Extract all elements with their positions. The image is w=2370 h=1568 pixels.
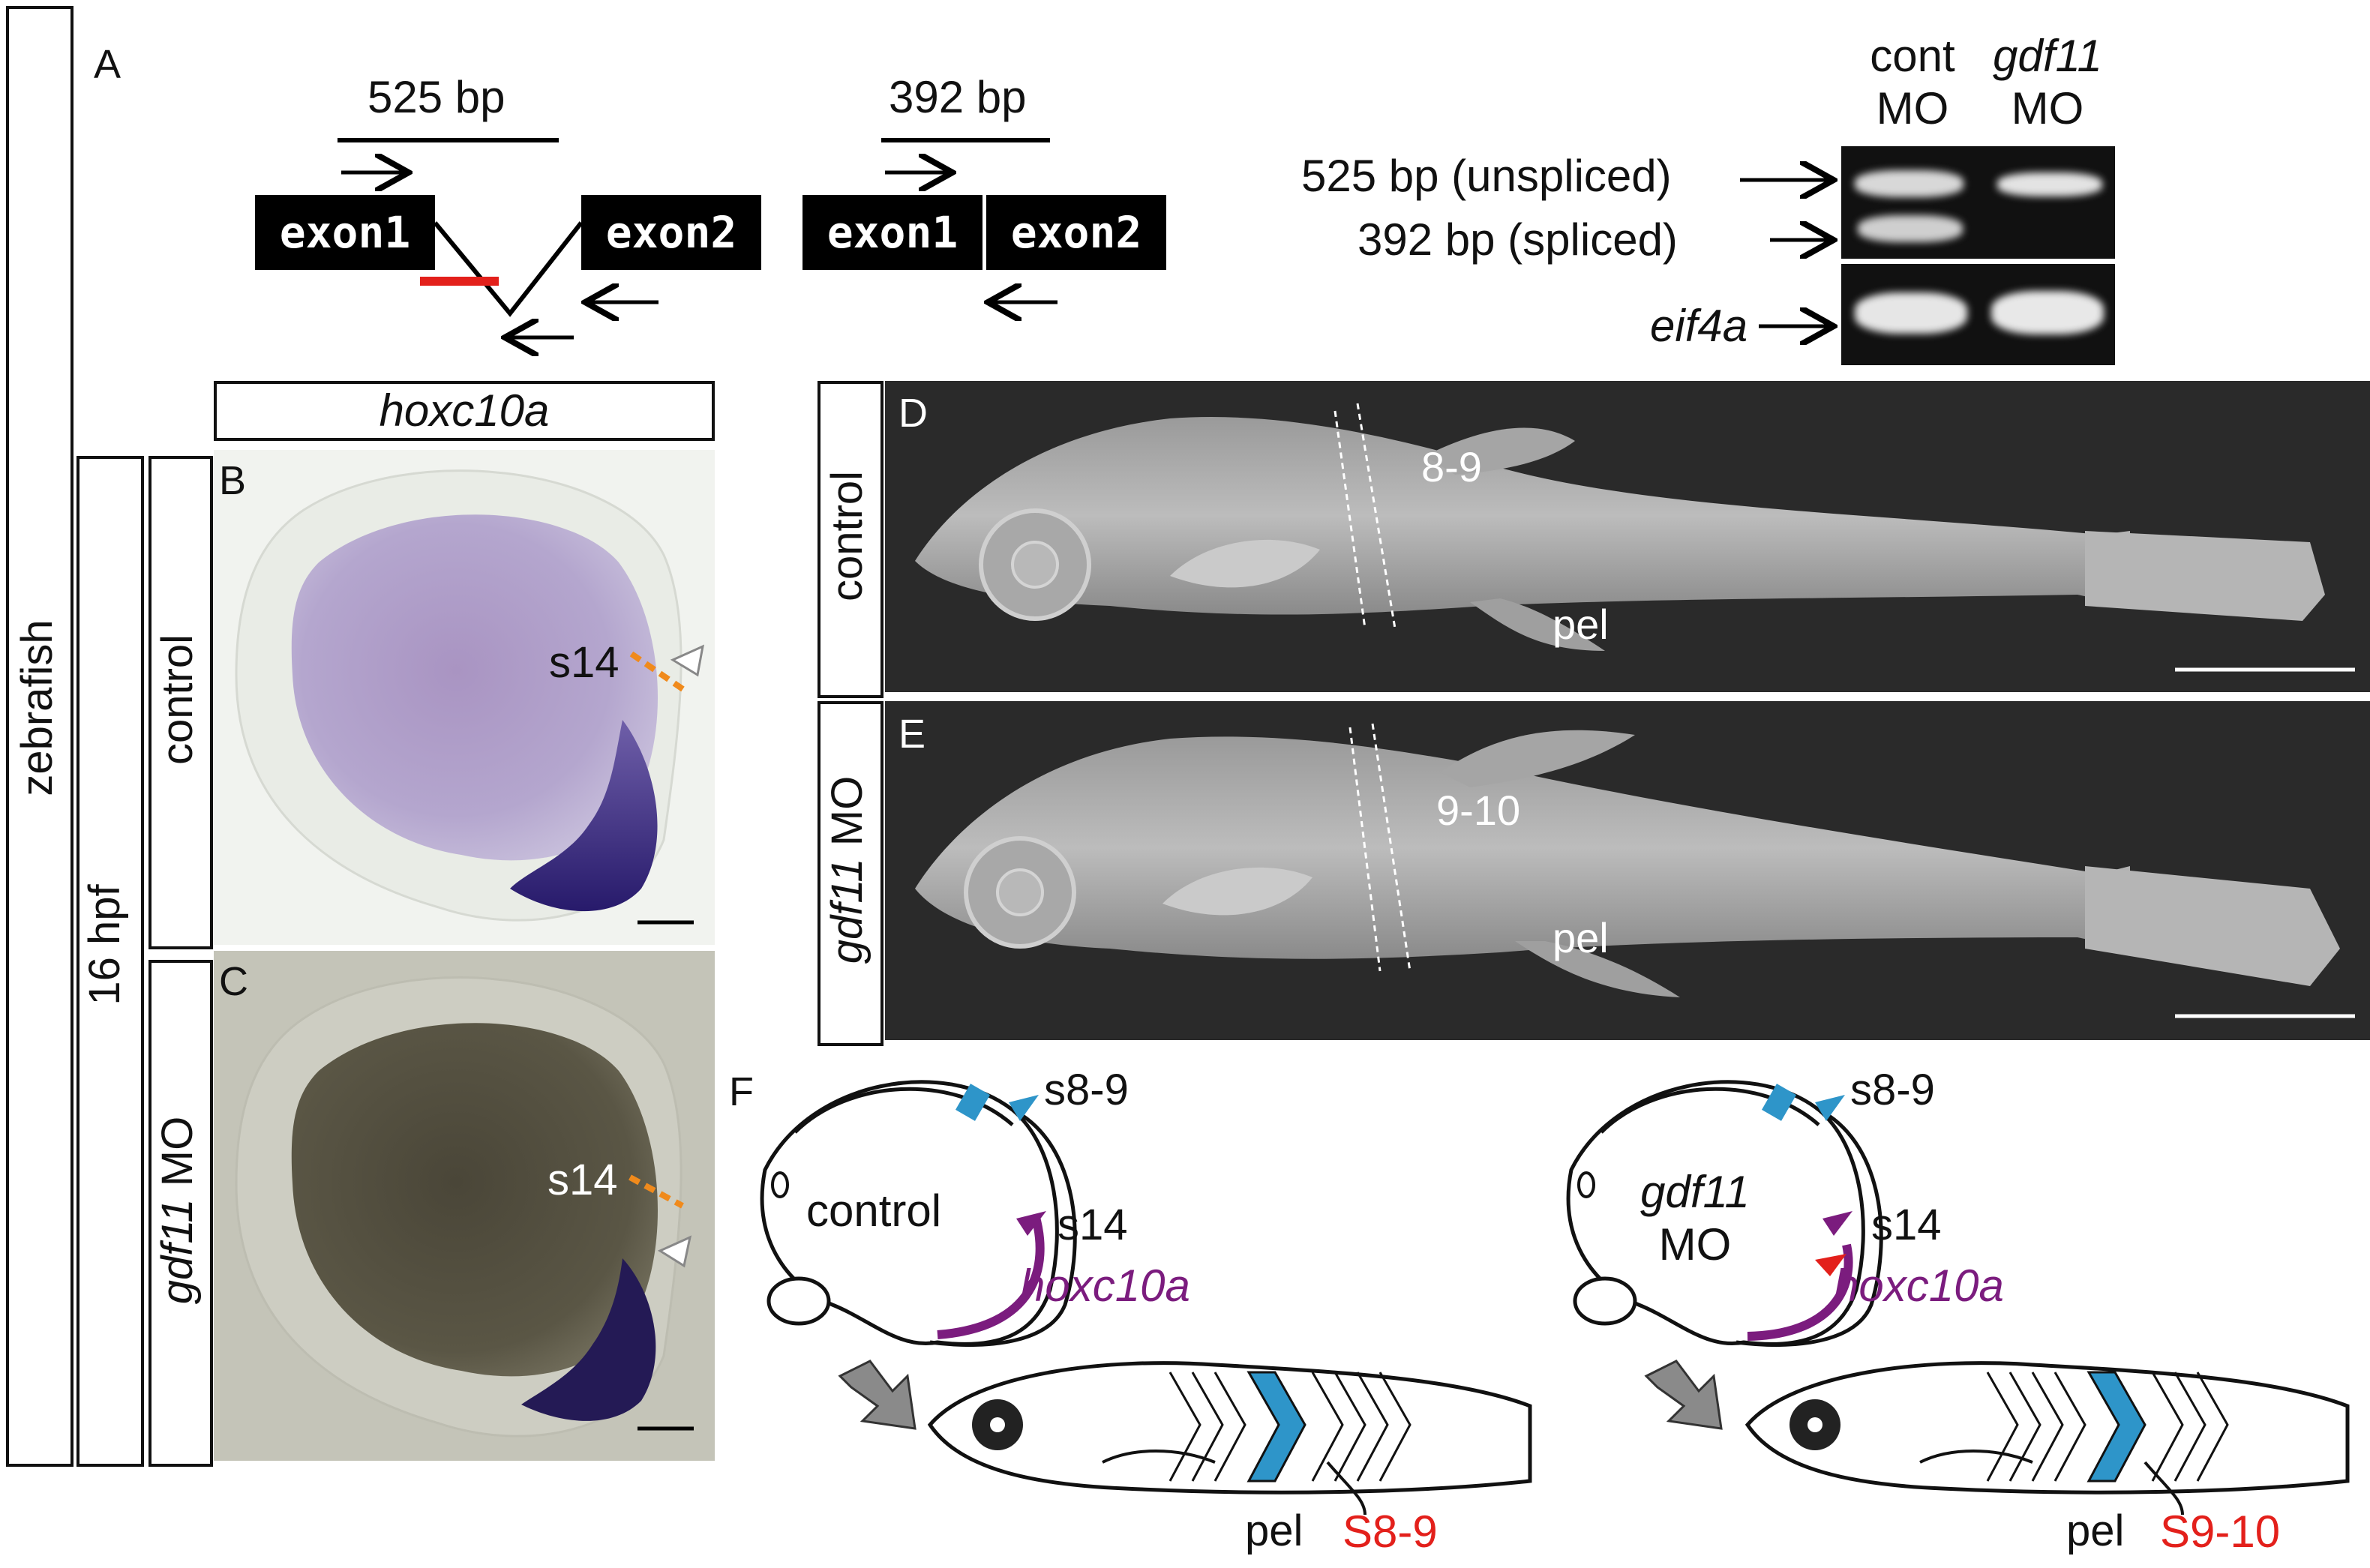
f-right-embryo: [1566, 1080, 1883, 1347]
panel-e-letter: E: [898, 712, 926, 757]
panel-e-label-box: [818, 701, 884, 1046]
panel-b-photo: [214, 450, 715, 945]
exon2-spliced: exon2: [986, 195, 1166, 270]
f-right-result: S9-10: [2160, 1507, 2281, 1557]
f-left-fin-label: pel: [1245, 1507, 1304, 1555]
exon1-spliced: exon1: [802, 195, 982, 270]
panel-b-somite-label: s14: [549, 638, 620, 687]
stage-label-box: [76, 456, 144, 1467]
panel-e-fish: [915, 723, 2355, 1018]
panel-d-fish: [915, 403, 2355, 672]
f-left-result: S8-9: [1342, 1507, 1438, 1557]
panel-b-arrowhead: [670, 644, 704, 677]
panel-e-range-label: 9-10: [1436, 787, 1521, 834]
panel-f-letter: F: [729, 1069, 754, 1114]
panel-c-arrowhead: [657, 1235, 692, 1268]
f-left-fish: [927, 1361, 1532, 1516]
panel-d-range-label: 8-9: [1421, 443, 1482, 490]
f-left-blue-somites: s8-9: [1044, 1066, 1129, 1114]
panel-c-somite-label: s14: [548, 1156, 618, 1204]
panel-e-photo: [885, 701, 2370, 1040]
panel-b-letter: B: [219, 458, 247, 503]
f-right-fish: [1744, 1361, 2350, 1516]
panel-d-photo: [885, 381, 2370, 692]
species-label-box: [6, 6, 74, 1467]
f-right-fin-label: pel: [2066, 1507, 2125, 1555]
left-size-label: 525 bp: [368, 72, 506, 122]
band-unspliced-cont: [1855, 170, 1964, 197]
control-row-label-box: [148, 456, 213, 949]
band-label-spliced: 392 bp (spliced): [1358, 214, 1678, 265]
band-label-unspliced: 525 bp (unspliced): [1301, 151, 1672, 201]
band-label-eif4a: eif4a: [1650, 301, 1748, 351]
intron-line: [433, 221, 584, 317]
mo-row-label-box: [148, 960, 213, 1467]
gel-bottom: [1841, 264, 2115, 365]
f-left-embryo: [760, 1080, 1077, 1347]
band-unspliced-mo: [1997, 172, 2102, 196]
panel-c-letter: C: [219, 959, 248, 1004]
f-left-gene-label: hoxc10a: [1020, 1261, 1190, 1311]
f-right-purple-somite: s14: [1871, 1201, 1942, 1249]
band-eif4a-mo: [1991, 291, 2104, 334]
right-size-label: 392 bp: [889, 72, 1027, 122]
panel-c-photo: [214, 951, 715, 1461]
f-left-body-label: control: [806, 1186, 942, 1236]
panel-a-letter: A: [94, 42, 122, 87]
panel-c-embryo: [235, 976, 682, 1438]
band-spliced-cont: [1858, 215, 1963, 242]
panel-e-fin-label: pel: [1552, 914, 1609, 961]
hoxc10a-header-box: hoxc10a: [214, 381, 715, 441]
exon1-unspliced: exon1: [255, 195, 435, 270]
panel-d-letter: D: [898, 391, 928, 436]
f-right-gene-label: hoxc10a: [1834, 1261, 2004, 1311]
panel-d-label-box: [818, 381, 884, 698]
f-right-blue-somites: s8-9: [1850, 1066, 1935, 1114]
band-eif4a-cont: [1855, 292, 1967, 334]
gel-top: [1841, 146, 2115, 259]
exon2-unspliced: exon2: [581, 195, 761, 270]
panel-d-fin-label: pel: [1552, 601, 1609, 648]
f-left-purple-somite: s14: [1058, 1201, 1128, 1249]
panel-b-embryo: [235, 469, 682, 922]
